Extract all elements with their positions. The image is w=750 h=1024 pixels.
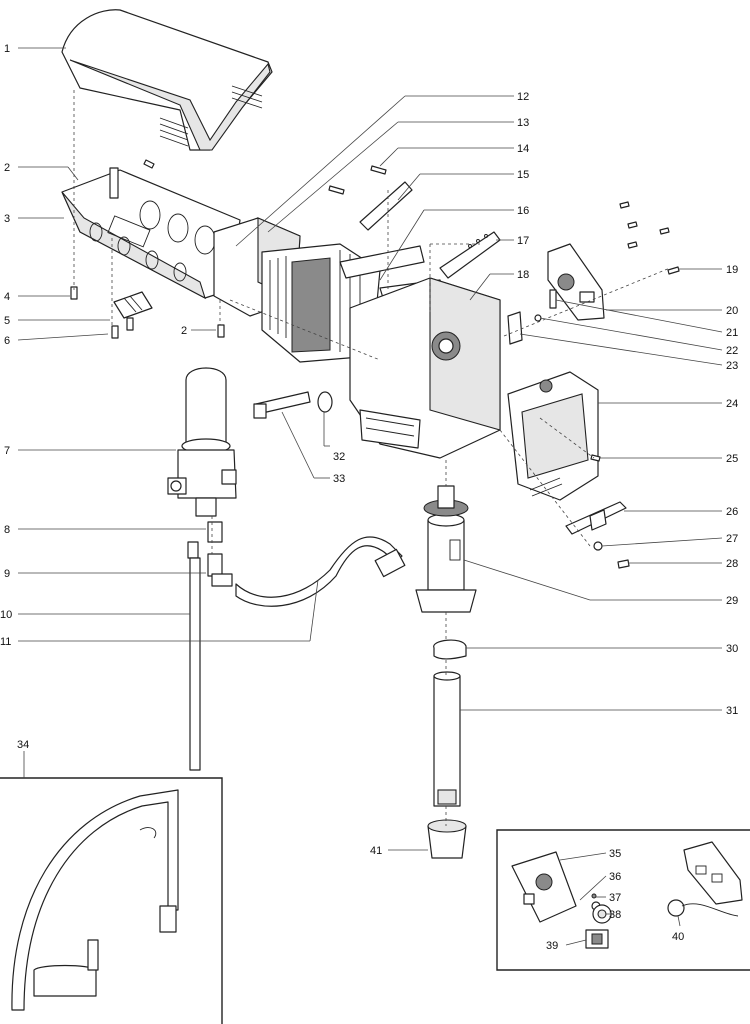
part-9-elbow-fitting xyxy=(207,553,233,587)
part-11-hose xyxy=(235,536,406,607)
callout-37: 37 xyxy=(609,892,621,904)
part-1-top-cover xyxy=(61,9,273,151)
part-41-seal-cup xyxy=(427,819,467,859)
callout-2: 2 xyxy=(4,162,10,174)
callout-31: 31 xyxy=(726,705,738,717)
callout-12: 12 xyxy=(517,91,529,103)
callout-4: 4 xyxy=(4,291,10,303)
callout-10: 10 xyxy=(0,609,12,621)
callout-21: 21 xyxy=(726,327,738,339)
part-25-screw xyxy=(590,454,601,462)
callout-23: 23 xyxy=(726,360,738,372)
callout-labels: 1 2 2 3 4 5 6 7 8 9 10 11 12 13 14 15 16… xyxy=(0,43,738,952)
callout-27: 27 xyxy=(726,533,738,545)
inset-control-panel-detail xyxy=(496,829,750,971)
callout-5: 5 xyxy=(4,315,10,327)
callout-1: 1 xyxy=(4,43,10,55)
part-5-grille xyxy=(113,291,153,319)
part-17-handle-grip xyxy=(439,231,501,279)
callout-35: 35 xyxy=(609,848,621,860)
part-3-frame-tray xyxy=(61,167,241,300)
part-26-bracket xyxy=(565,501,627,535)
part-40-pressure-control xyxy=(667,841,743,917)
callout-26: 26 xyxy=(726,506,738,518)
part-19-screw xyxy=(667,266,680,275)
callout-9: 9 xyxy=(4,568,10,580)
part-38-knob xyxy=(592,904,612,924)
callout-36: 36 xyxy=(609,871,621,883)
part-31-piston-rod xyxy=(433,671,461,807)
part-24-side-cover xyxy=(507,371,599,501)
part-7-filter-housing xyxy=(167,367,237,517)
part-33-valve-stem xyxy=(253,391,311,419)
callout-2: 2 xyxy=(181,325,187,337)
callout-3: 3 xyxy=(4,213,10,225)
part-28-screw xyxy=(617,559,630,569)
part-39-switch xyxy=(585,929,609,949)
callout-14: 14 xyxy=(517,143,529,155)
callout-24: 24 xyxy=(726,398,738,410)
callout-6: 6 xyxy=(4,335,10,347)
callout-16: 16 xyxy=(517,205,529,217)
part-21-switch xyxy=(549,289,557,309)
inset-34-cart-frame xyxy=(0,777,223,1024)
callout-13: 13 xyxy=(517,117,529,129)
small-screws-group xyxy=(619,201,670,249)
part-8-fitting xyxy=(187,521,223,559)
part-4-screw xyxy=(70,286,78,300)
callout-19: 19 xyxy=(726,264,738,276)
part-18-gearbox-housing xyxy=(349,277,501,459)
callout-7: 7 xyxy=(4,445,10,457)
part-15-handle-grip xyxy=(359,181,413,231)
callout-22: 22 xyxy=(726,345,738,357)
callout-39: 39 xyxy=(546,940,558,952)
callout-25: 25 xyxy=(726,453,738,465)
callout-15: 15 xyxy=(517,169,529,181)
callout-17: 17 xyxy=(517,235,529,247)
callout-20: 20 xyxy=(726,305,738,317)
callout-18: 18 xyxy=(517,269,529,281)
callout-8: 8 xyxy=(4,524,10,536)
part-20-control-panel xyxy=(547,243,605,321)
assembly-lines xyxy=(73,90,671,826)
callout-34: 34 xyxy=(17,739,29,751)
callout-41: 41 xyxy=(370,845,382,857)
callout-28: 28 xyxy=(726,558,738,570)
callout-40: 40 xyxy=(672,931,684,943)
part-27-washer xyxy=(593,541,603,551)
part-37-screw xyxy=(591,893,597,899)
part-6-screw xyxy=(111,317,134,339)
part-29-pump-cylinder xyxy=(415,485,477,613)
part-14-screw xyxy=(328,165,387,195)
part-23-bracket xyxy=(507,311,523,345)
callout-11: 11 xyxy=(0,636,11,648)
part-10-suction-tube xyxy=(189,557,201,771)
part-32-nut xyxy=(317,391,333,413)
part-2-screw xyxy=(143,159,225,338)
part-35-panel-plate xyxy=(511,851,577,923)
callout-32: 32 xyxy=(333,451,345,463)
part-30-clip xyxy=(433,639,467,660)
callout-30: 30 xyxy=(726,643,738,655)
callout-33: 33 xyxy=(333,473,345,485)
callout-38: 38 xyxy=(609,909,621,921)
callout-29: 29 xyxy=(726,595,738,607)
leader-lines xyxy=(17,47,723,946)
